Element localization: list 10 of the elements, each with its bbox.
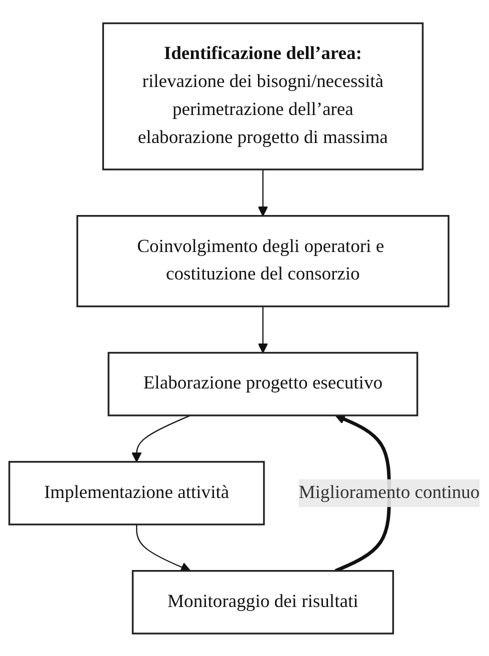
arrow <box>258 306 268 353</box>
node-box: Coinvolgimento degli operatori e costituzione del consorzio <box>76 214 450 307</box>
edge-label: Miglioramento continuo <box>298 482 480 502</box>
arrow <box>258 169 268 216</box>
node-box: Implementazione attività <box>8 460 265 525</box>
arrow <box>136 524 191 572</box>
node-box: Identificazione dell’area: rilevazione dei bisogni/necessità perimetrazione dell’area elaborazione progetto di massima <box>102 22 424 170</box>
node-box: Monitoraggio dei risultati <box>132 570 394 634</box>
arrow <box>132 414 191 462</box>
node-box: Elaborazione progetto esecutivo <box>108 352 418 416</box>
